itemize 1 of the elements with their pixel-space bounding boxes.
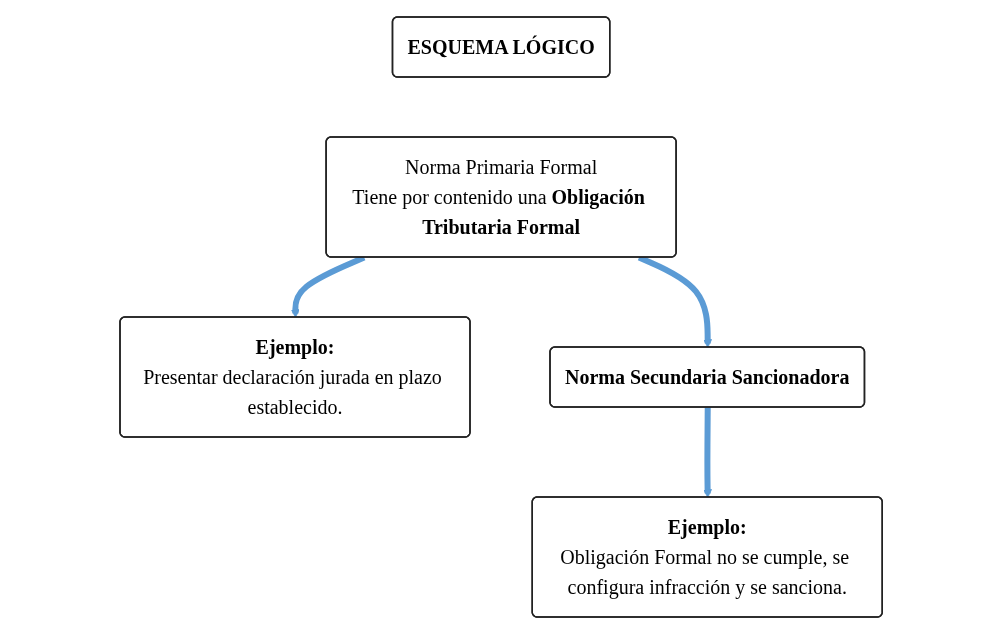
arrow bbox=[703, 407, 713, 498]
